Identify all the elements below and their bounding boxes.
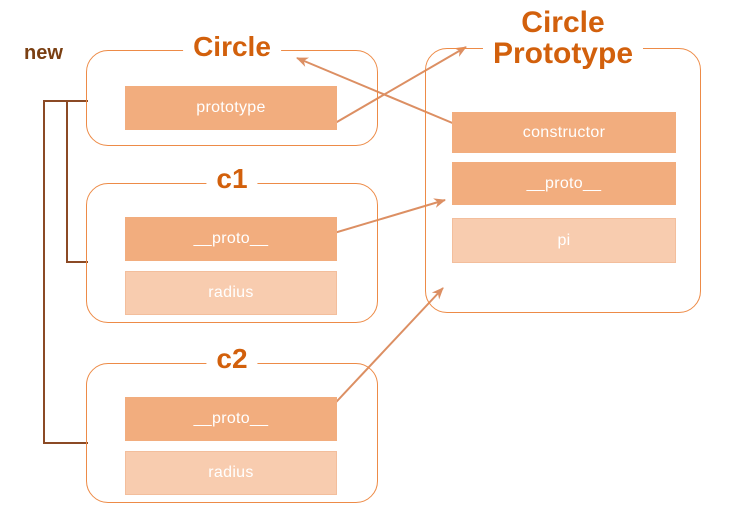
box-circle-prototype-title-line1: Circle <box>521 6 605 39</box>
row-c1-proto[interactable]: __proto__ <box>125 217 337 261</box>
box-circle-title: Circle <box>183 32 281 61</box>
row-label: radius <box>208 464 254 481</box>
row-prototype-proto[interactable]: __proto__ <box>452 162 676 205</box>
new-bracket-outer-vertical <box>43 100 45 444</box>
row-prototype-pi[interactable]: pi <box>452 218 676 263</box>
row-label: __proto__ <box>193 230 269 247</box>
new-label: new <box>24 42 63 64</box>
row-label: __proto__ <box>193 410 269 427</box>
new-bracket-top-horizontal <box>43 100 88 102</box>
row-label: __proto__ <box>526 174 602 192</box>
box-c1[interactable]: c1 __proto__ radius <box>86 164 378 323</box>
row-c2-proto[interactable]: __proto__ <box>125 397 337 441</box>
row-label: pi <box>557 231 571 249</box>
row-label: constructor <box>522 123 606 141</box>
box-c2-title: c2 <box>206 344 258 373</box>
box-circle-prototype-title-line2: Prototype <box>492 37 634 71</box>
box-c1-title: c1 <box>206 164 258 193</box>
box-circle-prototype-title: Circle Prototype <box>482 6 644 71</box>
row-label: radius <box>208 284 254 301</box>
new-bracket-c1-horizontal <box>66 261 88 263</box>
box-circle-prototype[interactable]: Circle Prototype constructor __proto__ p… <box>425 7 701 313</box>
new-bracket-c2-horizontal <box>43 442 88 444</box>
box-c2[interactable]: c2 __proto__ radius <box>86 344 378 503</box>
row-label: prototype <box>196 99 266 116</box>
row-prototype-constructor[interactable]: constructor <box>452 112 676 153</box>
row-c2-radius[interactable]: radius <box>125 451 337 495</box>
row-circle-prototype[interactable]: prototype <box>125 86 337 130</box>
row-c1-radius[interactable]: radius <box>125 271 337 315</box>
box-circle[interactable]: Circle prototype <box>86 32 378 146</box>
new-bracket-inner-vertical <box>66 100 68 263</box>
